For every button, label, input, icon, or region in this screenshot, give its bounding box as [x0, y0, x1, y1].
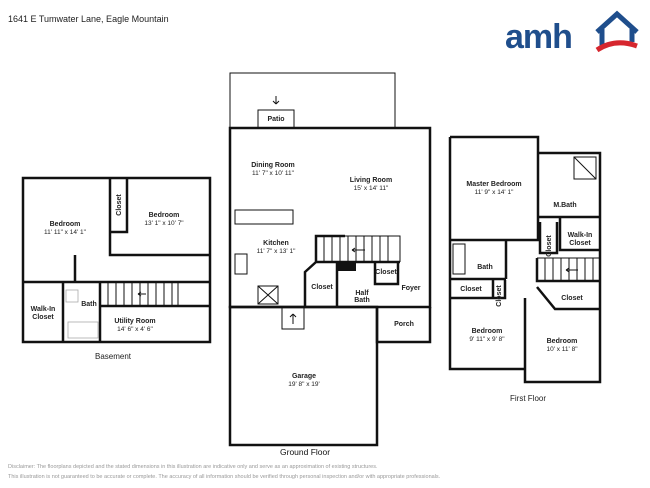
room-walkin-label2: Closet: [32, 314, 54, 321]
room-bedroom-dim: 10' x 11' 8": [546, 346, 578, 353]
room-walkin-label: Walk-In: [31, 306, 56, 313]
room-utility-dim: 14' 6" x 4' 6": [117, 326, 153, 333]
room-bedroom-dim: 9' 11" x 9' 8": [469, 336, 505, 343]
room-halfbath-label2: Bath: [354, 297, 370, 304]
room-bedroom-label: Bedroom: [50, 221, 81, 228]
room-bedroom-dim: 11' 11" x 14' 1": [44, 229, 87, 236]
room-bath-label: Bath: [81, 301, 97, 308]
room-halfbath-label: Half: [355, 290, 369, 297]
floor-label-basement: Basement: [95, 352, 132, 361]
floor-label-ground: Ground Floor: [280, 447, 331, 457]
room-master-dim: 11' 9" x 14' 1": [475, 189, 514, 196]
room-foyer-label: Foyer: [401, 285, 420, 292]
room-closet-label: Closet: [460, 286, 482, 293]
room-walkin-label2: Closet: [569, 240, 591, 247]
room-porch-label: Porch: [394, 321, 414, 328]
room-bath-label: Bath: [477, 264, 493, 271]
room-closet-label: Closet: [561, 295, 583, 302]
amh-logo: amh: [505, 10, 640, 60]
svg-text:amh: amh: [505, 18, 572, 55]
room-living-dim: 15' x 14' 11": [354, 185, 389, 192]
room-bedroom-label: Bedroom: [547, 338, 578, 345]
room-closet-label: Closet: [375, 269, 397, 276]
room-garage-label: Garage: [292, 373, 316, 380]
basement-plan: Bedroom 11' 11" x 14' 1" Bedroom 13' 1" …: [21, 176, 212, 361]
disclaimer: Disclaimer: The floorplans depicted and …: [8, 462, 440, 482]
room-bedroom-label: Bedroom: [149, 212, 180, 219]
property-address: 1641 E Tumwater Lane, Eagle Mountain: [8, 14, 169, 24]
room-dining-label: Dining Room: [251, 162, 295, 169]
room-patio-label: Patio: [267, 116, 284, 123]
room-dining-dim: 11' 7" x 10' 11": [252, 170, 295, 177]
floor-label-first: First Floor: [510, 394, 546, 403]
room-kitchen-label: Kitchen: [263, 240, 289, 247]
room-closet-label: Closet: [546, 235, 553, 257]
room-kitchen-dim: 11' 7" x 13' 1": [257, 248, 296, 255]
ground-floor-plan: Patio Dining Room 11' 7" x 10' 11" Livin…: [228, 72, 432, 447]
room-closet-label: Closet: [311, 284, 333, 291]
room-utility-label: Utility Room: [114, 318, 155, 325]
room-closet-label: Closet: [116, 194, 123, 216]
room-walkin-label: Walk-In: [568, 232, 593, 239]
room-bedroom-dim: 13' 1" x 10' 7": [144, 220, 184, 227]
disclaimer-line: This illustration is not guaranteed to b…: [8, 474, 441, 480]
room-bedroom-label: Bedroom: [472, 328, 503, 335]
room-closet-label: Closet: [496, 285, 503, 307]
room-master-label: Master Bedroom: [466, 181, 521, 188]
disclaimer-line: Disclaimer: The floorplans depicted and …: [8, 464, 378, 470]
room-mbath-label: M.Bath: [553, 202, 576, 209]
room-garage-dim: 19' 8" x 19': [288, 381, 320, 388]
first-floor-plan: Master Bedroom 11' 9" x 14' 1" M.Bath Wa…: [448, 135, 602, 403]
room-living-label: Living Room: [350, 177, 392, 184]
